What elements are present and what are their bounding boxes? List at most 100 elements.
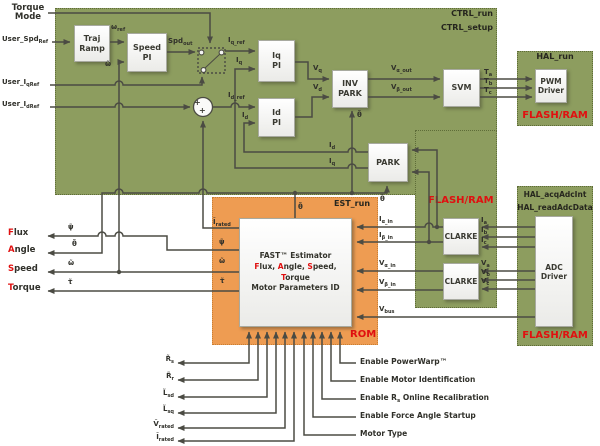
park-block: PARK	[368, 143, 408, 182]
label-ta: Ta	[484, 68, 493, 78]
output-speed-label: Speed	[8, 264, 38, 274]
clarke-voltage-block: CLARKE	[443, 263, 479, 300]
wire-vrated-out	[177, 331, 288, 431]
label-w-ref: ωref	[111, 23, 126, 33]
pwm-driver-label-top: PWM	[540, 77, 562, 86]
label-ia: Ia	[481, 216, 487, 226]
clarke-voltage-label: CLARKE	[444, 277, 478, 286]
inv-park-label-bottom: PARK	[338, 89, 362, 98]
output-flux-label: Flux	[8, 228, 29, 238]
fast-estimator-line1: FAST™ Estimator	[259, 250, 332, 260]
park-label: PARK	[376, 157, 400, 167]
label-tc: Tc	[484, 86, 492, 96]
label-vbeta-in: Vβ_in	[379, 278, 396, 288]
config-rs-recal-label: Enable Rs Online Recalibration	[360, 393, 490, 404]
fast-estimator-line3: Motor Parameters ID	[251, 283, 340, 293]
label-ialpha-in: Iα_in	[379, 215, 393, 225]
label-tb: Tb	[484, 77, 493, 87]
traj-ramp-block: Traj Ramp	[74, 25, 110, 62]
clarke-current-block: CLARKE	[443, 218, 479, 255]
label-vbeta-out: Vβ_out	[391, 83, 412, 93]
label-user-spd-ref: User_SpdRef	[2, 35, 49, 45]
label-ibeta-in: Iβ_in	[379, 231, 393, 241]
ctrl-setup-label: CTRL_setup	[440, 23, 493, 32]
label-id-ref: Id_ref	[228, 91, 245, 101]
label-spd-out: Spdout	[168, 37, 193, 47]
output-angle-label: Angle	[8, 245, 36, 255]
label-psi-port: ψ̃	[219, 238, 225, 246]
label-omega-speedpi: ω̃	[105, 60, 112, 68]
pwm-driver-label-bottom: Driver	[537, 86, 565, 95]
id-pi-block: Id PI	[258, 98, 295, 137]
torque-mode-line1: Torque	[11, 3, 45, 13]
config-powerwarp-label: Enable PowerWarp™	[360, 357, 448, 366]
label-omega-port: ω̃	[219, 257, 226, 265]
config-motor-type-label: Motor Type	[360, 429, 408, 438]
id-pi-label-top: Id	[272, 107, 281, 117]
label-id-park: Id	[329, 141, 336, 151]
adc-driver-block: ADC Driver	[535, 216, 573, 327]
svm-label: SVM	[451, 83, 472, 93]
label-id-into-idpi: Id	[242, 111, 249, 121]
output-torque-label: Torque	[8, 283, 41, 293]
label-vc: Vc	[481, 277, 490, 287]
label-rr-out: R̃r	[166, 372, 174, 382]
label-iq-park: Iq	[329, 157, 336, 167]
label-lsd-out: L̃sd	[162, 389, 174, 399]
est-run-label: EST_run	[334, 199, 371, 208]
label-tau-line: τ̃	[68, 278, 73, 286]
fast-estimator-line2: Flux, Angle, Speed, Torque	[254, 261, 337, 282]
speed-pi-label-bottom: PI	[142, 52, 152, 62]
label-vq: Vq	[313, 64, 323, 74]
config-motor-id-label: Enable Motor Identification	[360, 375, 476, 384]
fast-estimator-text: FAST™ Estimator Flux, Angle, Speed, Torq…	[239, 218, 352, 327]
label-vd: Vd	[313, 83, 323, 93]
label-vb: Vb	[481, 268, 491, 278]
label-rs-out: R̃s	[165, 355, 174, 365]
label-theta-invpark: θ̃	[357, 111, 362, 119]
traj-ramp-label-bottom: Ramp	[79, 43, 105, 53]
hal-readadcdata-label: HAL_readAdcData	[517, 203, 593, 212]
label-va: Va	[481, 259, 490, 269]
traj-ramp-label-top: Traj	[83, 33, 101, 43]
adc-driver-label-bottom: Driver	[540, 271, 568, 281]
label-valpha-in: Vα_in	[379, 259, 396, 269]
label-user-iq-ref: User_IqRef	[2, 78, 40, 88]
label-iq-into-iqpi: Iq	[236, 56, 243, 66]
label-omega-line: ω̃	[68, 259, 75, 267]
sum-plus-left: +	[194, 98, 201, 107]
adc-flashram-label: FLASH/RAM	[522, 330, 588, 341]
iq-pi-label-bottom: PI	[272, 61, 281, 70]
label-ic: Ic	[481, 236, 487, 246]
wire-motor-type-in	[301, 331, 356, 436]
adc-driver-label-top: ADC	[545, 262, 563, 272]
iq-pi-label-top: Iq	[272, 51, 281, 61]
config-force-angle-label: Enable Force Angle Startup	[360, 411, 476, 420]
label-theta-estimator: θ̃	[298, 203, 303, 211]
hal-acqadcint-label: HAL_acqAdcInt	[523, 190, 587, 199]
label-theta-park: θ̃	[380, 195, 385, 203]
label-theta-line: θ̃	[72, 240, 77, 248]
label-iq-ref: Iq_ref	[228, 36, 245, 46]
speed-pi-label-top: Speed	[132, 42, 162, 52]
pwm-driver-block: PWM Driver	[535, 69, 567, 103]
rom-label: ROM	[350, 329, 377, 340]
id-pi-label-bottom: PI	[272, 117, 281, 127]
label-lsq-out: L̃sq	[162, 405, 174, 415]
clarke-current-label: CLARKE	[444, 232, 478, 241]
label-irated-port: Ĩrated	[213, 218, 231, 228]
label-valpha-out: Vα_out	[391, 64, 412, 74]
svm-block: SVM	[443, 69, 480, 107]
label-vrated-out: Ṽrated	[153, 420, 174, 430]
ctrl-run-label: CTRL_run	[451, 9, 493, 18]
inv-park-label-top: INV	[342, 79, 358, 89]
wire-irated-out	[177, 331, 297, 444]
flashram-mid-label: FLASH/RAM	[428, 195, 494, 206]
hal-run-flashram-label: FLASH/RAM	[522, 110, 588, 121]
label-tau-port: τ̃	[220, 277, 225, 285]
sum-plus-bottom: +	[199, 106, 206, 115]
inv-park-block: INV PARK	[332, 70, 368, 108]
label-vbus: Vbus	[379, 305, 395, 315]
label-user-id-ref: User_IdRef	[2, 100, 40, 110]
